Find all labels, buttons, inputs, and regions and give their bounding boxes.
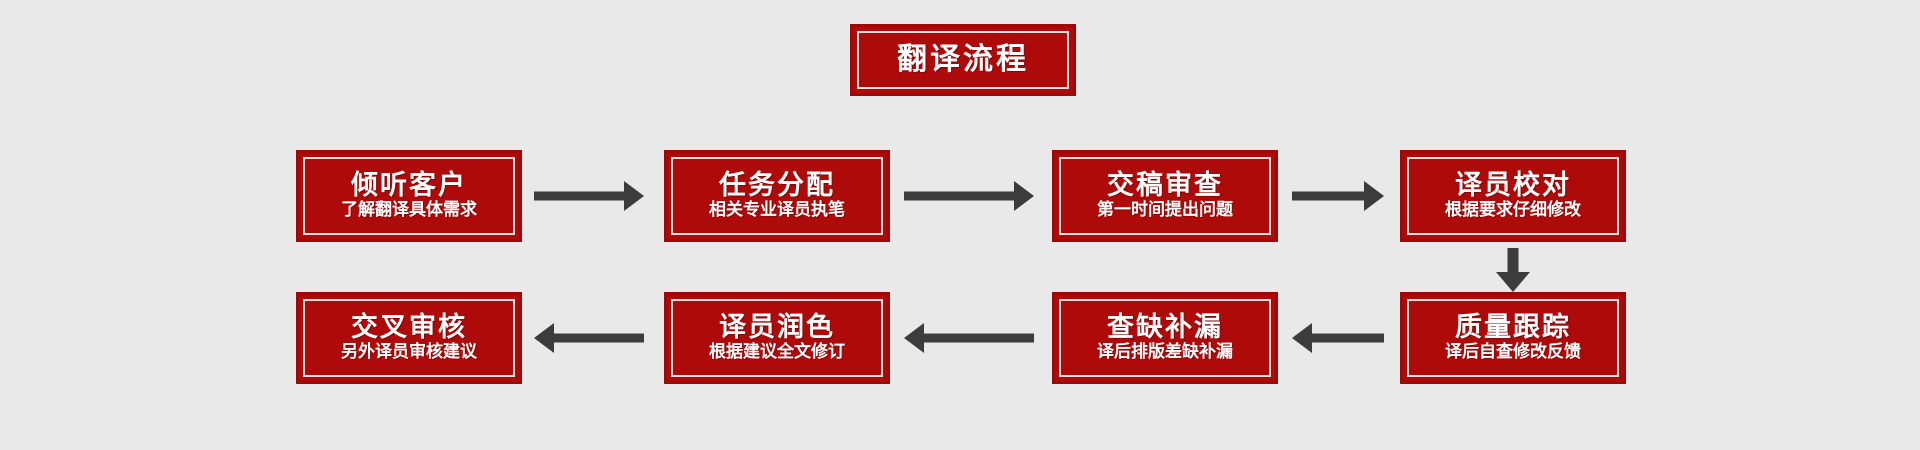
- step-1-inner: 倾听客户 了解翻译具体需求: [303, 157, 515, 235]
- step-2-title: 任务分配: [719, 170, 835, 202]
- arrow-left-icon-step7-to-step8: [534, 323, 644, 353]
- step-2-inner: 任务分配 相关专业译员执笔: [671, 157, 883, 235]
- arrow-head: [624, 181, 644, 211]
- arrow-shaft: [534, 191, 626, 201]
- step-7-title: 译员润色: [719, 312, 835, 344]
- step-4-title: 译员校对: [1455, 170, 1571, 202]
- step-1-title: 倾听客户: [351, 170, 467, 202]
- arrow-shaft: [1292, 191, 1366, 201]
- process-step-6[interactable]: 查缺补漏 译后排版差缺补漏: [1052, 292, 1278, 384]
- step-3-title: 交稿审查: [1107, 170, 1223, 202]
- step-3-subtitle: 第一时间提出问题: [1097, 199, 1233, 220]
- step-5-subtitle: 译后自查修改反馈: [1445, 341, 1581, 362]
- arrow-head: [534, 323, 554, 353]
- step-4-inner: 译员校对 根据要求仔细修改: [1407, 157, 1619, 235]
- step-2-subtitle: 相关专业译员执笔: [709, 199, 845, 220]
- process-step-3[interactable]: 交稿审查 第一时间提出问题: [1052, 150, 1278, 242]
- process-step-1[interactable]: 倾听客户 了解翻译具体需求: [296, 150, 522, 242]
- title-box-inner: 翻译流程: [857, 31, 1069, 89]
- process-step-5[interactable]: 质量跟踪 译后自查修改反馈: [1400, 292, 1626, 384]
- step-3-inner: 交稿审查 第一时间提出问题: [1059, 157, 1271, 235]
- arrow-left-icon-step6-to-step7: [904, 323, 1034, 353]
- process-step-8[interactable]: 交叉审核 另外译员审核建议: [296, 292, 522, 384]
- arrow-right-icon-step2-to-step3: [904, 181, 1034, 211]
- step-8-inner: 交叉审核 另外译员审核建议: [303, 299, 515, 377]
- process-step-2[interactable]: 任务分配 相关专业译员执笔: [664, 150, 890, 242]
- process-step-7[interactable]: 译员润色 根据建议全文修订: [664, 292, 890, 384]
- step-8-title: 交叉审核: [351, 312, 467, 344]
- arrow-shaft: [1507, 248, 1519, 275]
- process-step-4[interactable]: 译员校对 根据要求仔细修改: [1400, 150, 1626, 242]
- step-4-subtitle: 根据要求仔细修改: [1445, 199, 1581, 220]
- arrow-shaft: [552, 333, 644, 343]
- arrow-left-icon-step5-to-step6: [1292, 323, 1384, 353]
- step-7-subtitle: 根据建议全文修订: [709, 341, 845, 362]
- arrow-head: [1496, 272, 1530, 292]
- arrow-head: [1014, 181, 1034, 211]
- step-1-subtitle: 了解翻译具体需求: [341, 199, 477, 220]
- flowchart-title-box: 翻译流程: [850, 24, 1076, 96]
- arrow-right-icon-step1-to-step2: [534, 181, 644, 211]
- step-7-inner: 译员润色 根据建议全文修订: [671, 299, 883, 377]
- step-6-title: 查缺补漏: [1107, 312, 1223, 344]
- arrow-head: [1292, 323, 1312, 353]
- step-8-subtitle: 另外译员审核建议: [341, 341, 477, 362]
- arrow-right-icon-step3-to-step4: [1292, 181, 1384, 211]
- step-5-title: 质量跟踪: [1455, 312, 1571, 344]
- flowchart-title-text: 翻译流程: [897, 42, 1029, 78]
- arrow-shaft: [922, 333, 1034, 343]
- arrow-head: [904, 323, 924, 353]
- arrow-shaft: [904, 191, 1016, 201]
- arrow-shaft: [1310, 333, 1384, 343]
- arrow-head: [1364, 181, 1384, 211]
- arrow-down-icon-step4-to-step5: [1496, 248, 1530, 292]
- step-6-subtitle: 译后排版差缺补漏: [1097, 341, 1233, 362]
- step-5-inner: 质量跟踪 译后自查修改反馈: [1407, 299, 1619, 377]
- step-6-inner: 查缺补漏 译后排版差缺补漏: [1059, 299, 1271, 377]
